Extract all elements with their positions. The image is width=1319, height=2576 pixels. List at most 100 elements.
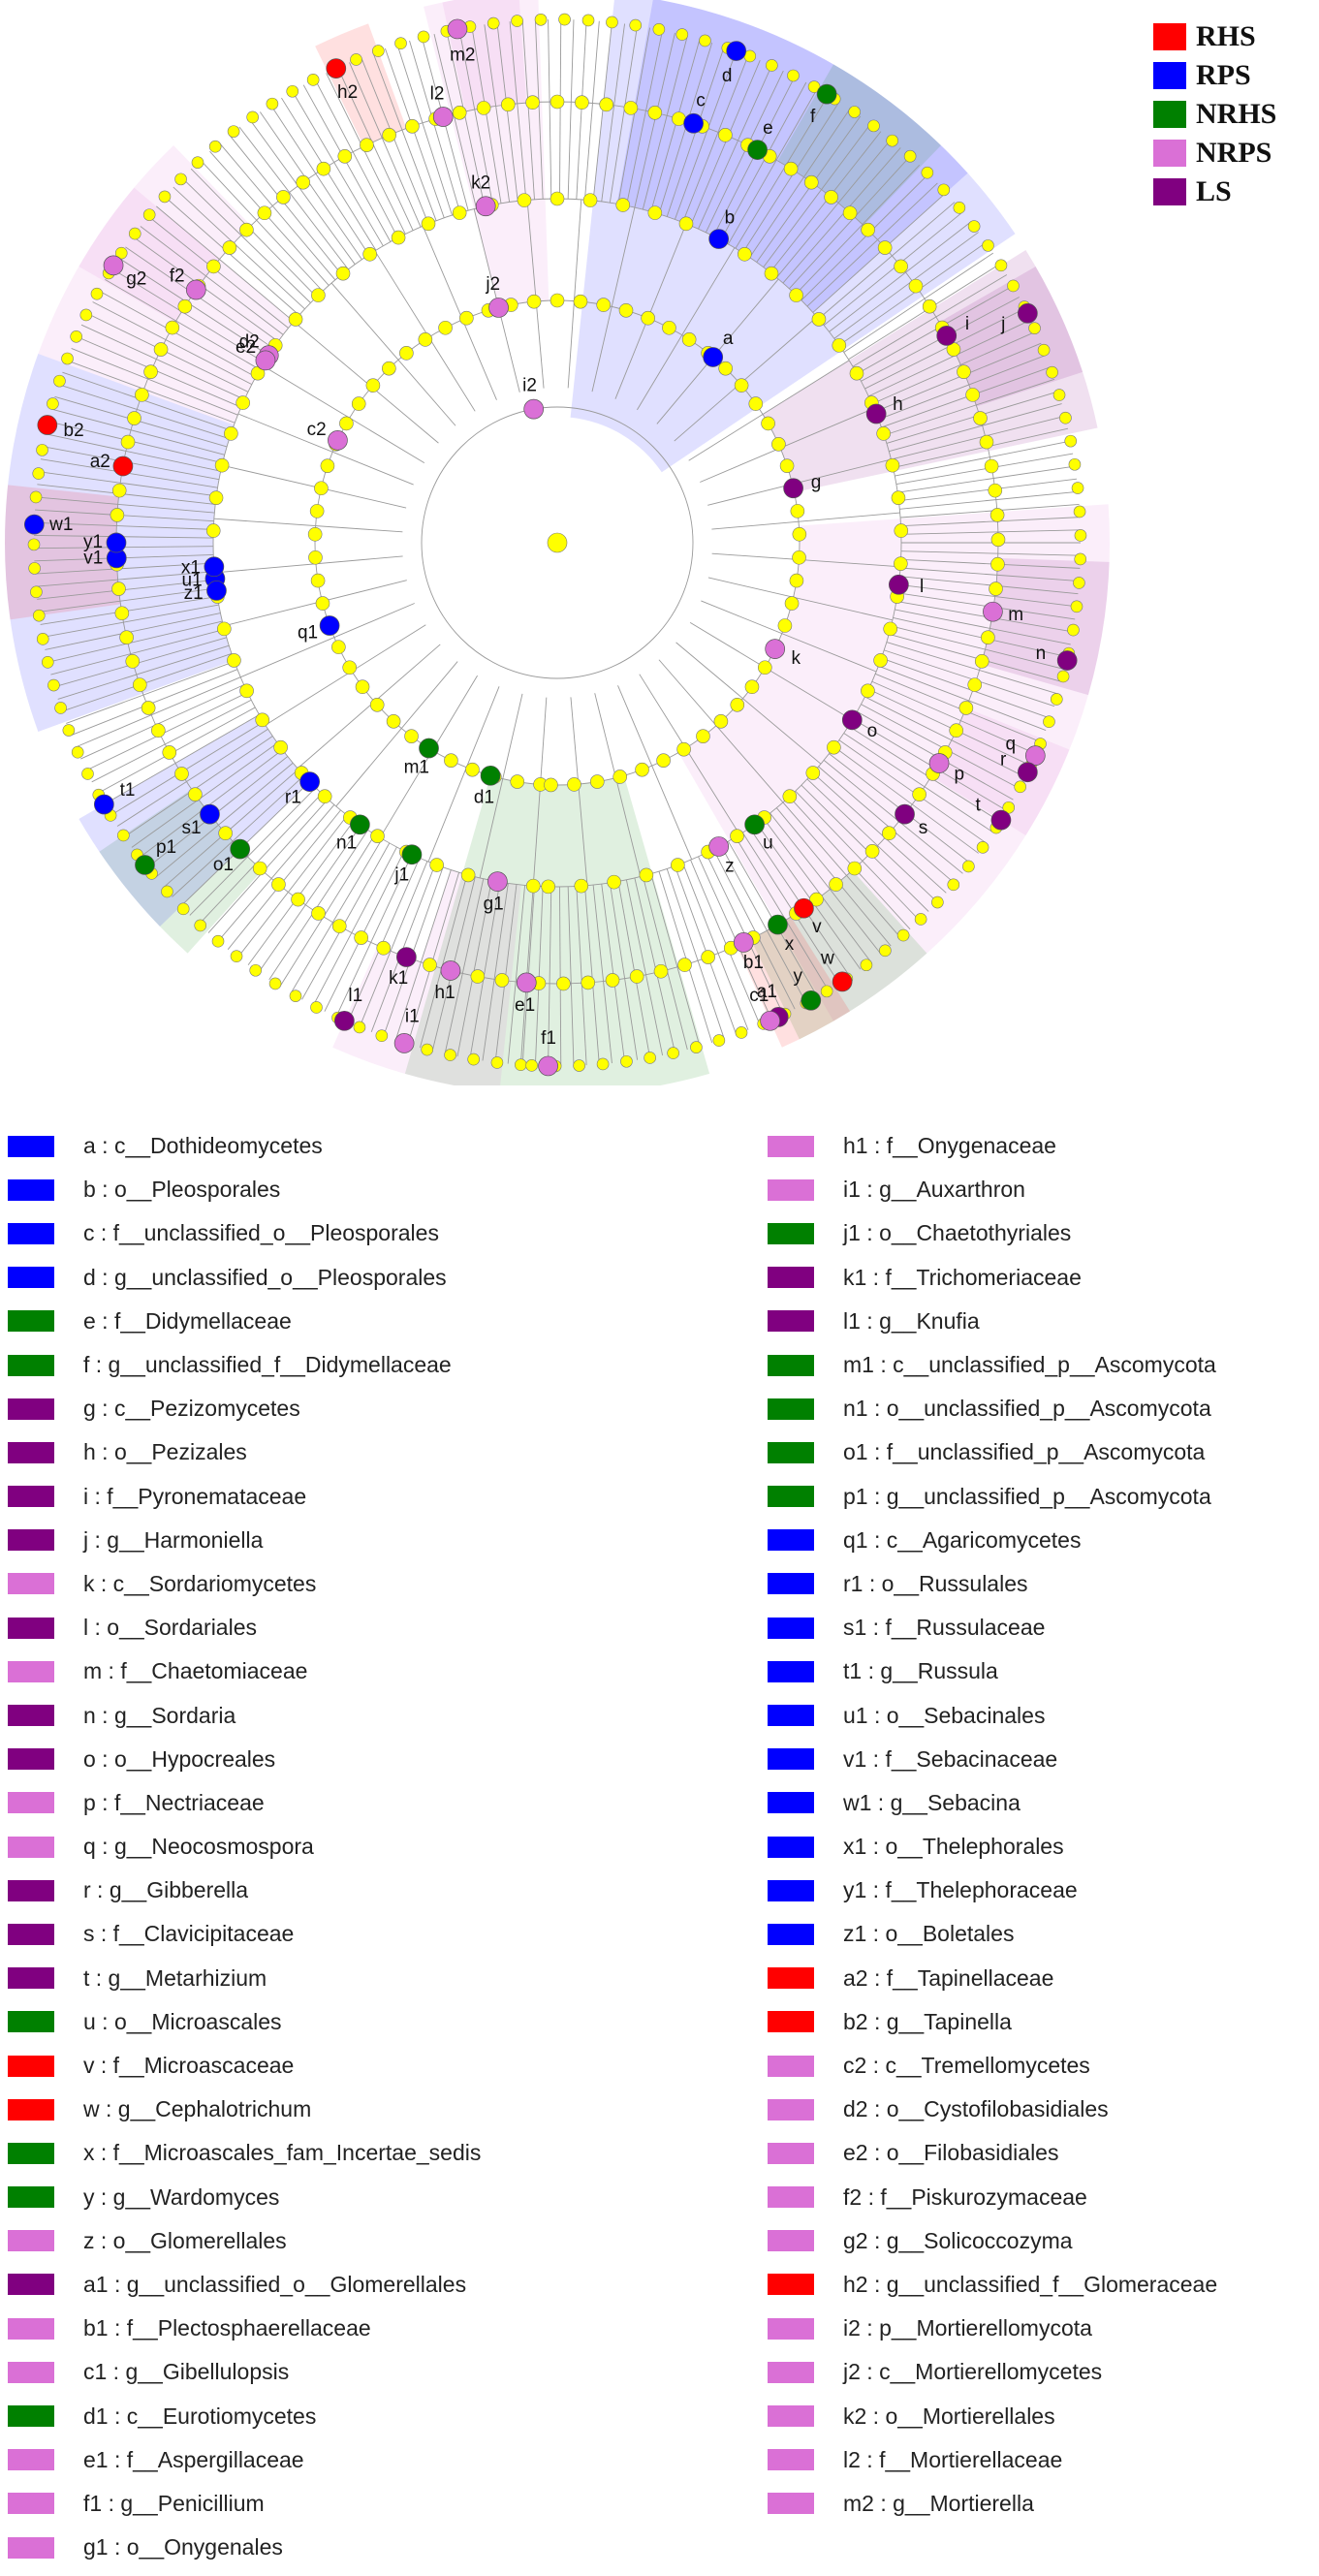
- tree-branch: [314, 79, 398, 238]
- biomarker-node-o1: [230, 838, 251, 860]
- non-significant-node: [861, 222, 875, 237]
- tree-branch: [147, 215, 289, 329]
- clade-shade-nrhs: [750, 870, 927, 1040]
- tree-branch: [658, 659, 784, 803]
- non-significant-node: [581, 975, 596, 990]
- non-significant-node: [766, 59, 778, 72]
- tree-branch: [396, 44, 453, 216]
- non-significant-node: [734, 378, 749, 393]
- taxon-key-label: a1 : g__unclassified_o__Glomerellales: [83, 2271, 467, 2297]
- tree-branch: [897, 465, 1076, 493]
- non-significant-node: [194, 919, 207, 932]
- tree-branch: [97, 707, 256, 794]
- tree-branch: [559, 19, 562, 200]
- non-significant-node: [976, 841, 989, 854]
- non-significant-node: [599, 97, 614, 112]
- tree-branch: [456, 880, 492, 1057]
- taxon-color-swatch: [768, 1705, 814, 1727]
- tree-branch: [521, 20, 535, 200]
- node-label-a2: a2: [90, 452, 110, 472]
- taxon-color-swatch: [768, 1879, 814, 1901]
- taxon-color-swatch: [8, 2142, 54, 2164]
- biomarker-node-r1: [299, 771, 320, 792]
- non-significant-node: [1059, 411, 1072, 424]
- taxon-key-label: q1 : c__Agaricomycetes: [843, 1526, 1082, 1553]
- taxon-key-label: f1 : g__Penicillium: [83, 2490, 265, 2516]
- non-significant-node: [191, 156, 204, 169]
- taxon-key-label: d1 : c__Eurotiomycetes: [83, 2403, 317, 2429]
- tree-branch: [349, 62, 422, 228]
- non-significant-node: [110, 508, 125, 522]
- tree-branch: [35, 571, 215, 587]
- tree-branch: [189, 787, 317, 916]
- tree-branch: [871, 330, 1037, 405]
- non-significant-node: [639, 867, 654, 883]
- biomarker-node-g1: [487, 871, 508, 892]
- non-significant-node: [990, 556, 1005, 572]
- tree-branch: [35, 509, 214, 522]
- tree-branch: [775, 807, 892, 947]
- taxon-key-label: q : g__Neocosmospora: [83, 1834, 314, 1860]
- clade-shade-nrps: [678, 504, 1110, 1021]
- non-significant-node: [1064, 434, 1078, 448]
- non-significant-node: [988, 483, 1003, 498]
- non-significant-node: [127, 411, 141, 425]
- tree-branch: [237, 413, 414, 486]
- non-significant-node: [32, 467, 46, 480]
- non-significant-node: [423, 958, 437, 972]
- taxon-key-item: i1 : g__Auxarthron: [768, 1168, 1319, 1211]
- tree-branch: [139, 749, 283, 859]
- tree-branch: [789, 796, 911, 930]
- taxon-color-swatch: [768, 1617, 814, 1639]
- non-significant-node: [738, 246, 752, 262]
- taxon-key-item: l : o__Sordariales: [8, 1606, 647, 1649]
- non-significant-node: [214, 457, 230, 473]
- taxon-key-item: z : o__Glomerellales: [8, 2219, 647, 2263]
- taxon-key-label: t1 : g__Russula: [843, 1658, 998, 1684]
- tree-branch: [482, 883, 509, 1061]
- group-swatch: [1153, 178, 1186, 205]
- tree-branch: [570, 697, 588, 886]
- non-significant-node: [351, 396, 366, 411]
- taxon-key-item: v1 : f__Sebacinaceae: [768, 1738, 1319, 1781]
- clade-shade-rps: [616, 0, 968, 313]
- tree-branch: [163, 769, 299, 889]
- biomarker-node-k2: [475, 196, 496, 217]
- non-significant-node: [922, 298, 937, 314]
- non-significant-node: [153, 342, 169, 357]
- taxon-color-swatch: [8, 2011, 54, 2033]
- non-significant-node: [620, 1054, 633, 1068]
- tree-branch: [838, 739, 987, 844]
- non-significant-node: [125, 654, 141, 669]
- taxon-key-label: r1 : o__Russulales: [843, 1570, 1028, 1596]
- group-legend-item: NRHS: [1153, 95, 1276, 134]
- tree-branch: [749, 109, 851, 258]
- non-significant-node: [452, 205, 467, 220]
- tree-branch: [50, 408, 225, 456]
- taxon-color-swatch: [8, 1923, 54, 1945]
- non-significant-node: [903, 149, 917, 163]
- tree-branch: [728, 88, 818, 245]
- non-significant-node: [550, 293, 565, 308]
- tree-branch: [330, 282, 456, 426]
- tree-branch: [806, 182, 938, 307]
- non-significant-node: [990, 532, 1006, 548]
- tree-branch: [818, 202, 956, 320]
- tree-branch: [637, 247, 736, 411]
- non-significant-node: [947, 878, 960, 892]
- tree-branch: [634, 32, 675, 208]
- biomarker-node-q: [1024, 745, 1046, 766]
- non-significant-node: [803, 174, 819, 190]
- tree-branch: [795, 164, 921, 296]
- node-label-c: c: [696, 90, 706, 110]
- non-significant-node: [470, 969, 486, 984]
- biomarker-node-j: [1017, 302, 1038, 324]
- tree-branch: [868, 319, 1031, 397]
- tree-branch: [471, 26, 502, 204]
- taxon-key-item: x1 : o__Thelephorales: [768, 1825, 1319, 1869]
- non-significant-node: [467, 1052, 480, 1066]
- non-significant-node: [949, 723, 963, 738]
- non-significant-node: [582, 193, 598, 207]
- taxon-key-item: f : g__unclassified_f__Didymellaceae: [8, 1343, 647, 1387]
